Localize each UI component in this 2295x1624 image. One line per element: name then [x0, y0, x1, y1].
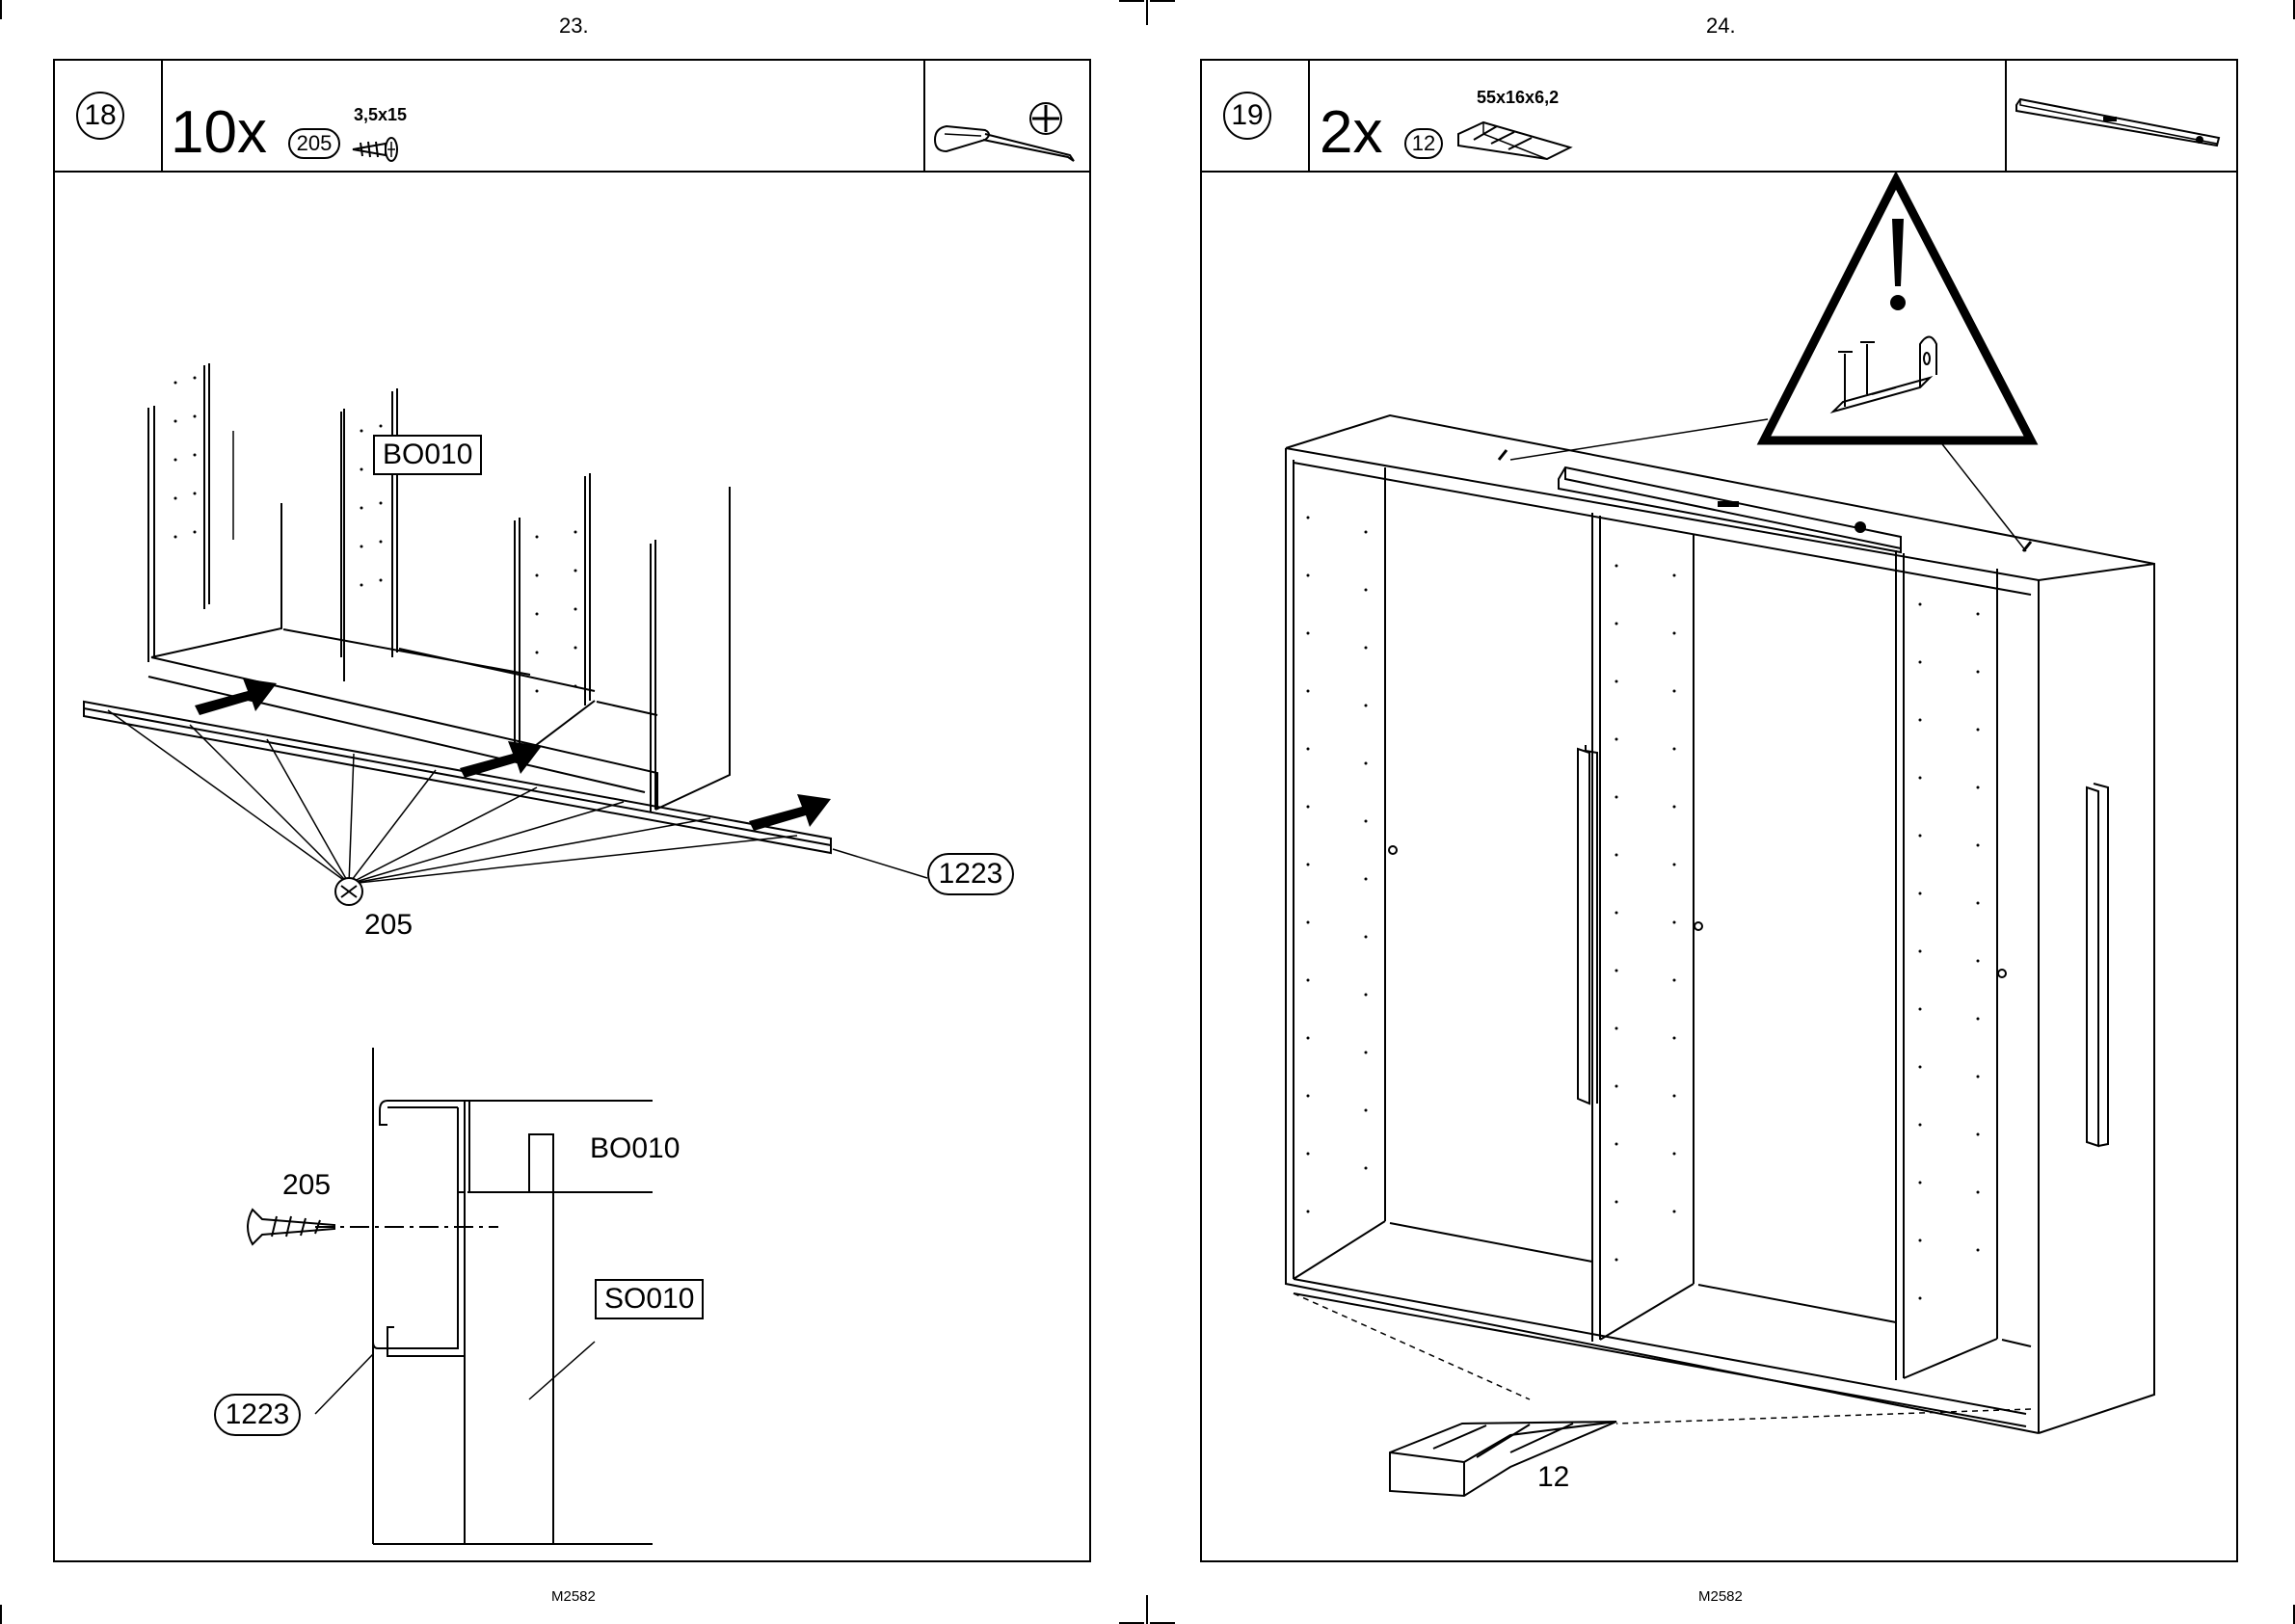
step-19-panel: 19 2x 12 55x16x6,2	[1200, 59, 2238, 1562]
part-number-badge: 12	[1404, 128, 1443, 159]
step-header: 19 2x 12 55x16x6,2	[1202, 61, 2236, 173]
part-label-205: 205	[364, 909, 413, 942]
phillips-head-icon	[1027, 99, 1065, 138]
step-19-illustration	[1202, 171, 2236, 1560]
spirit-level-icon	[2007, 61, 2236, 171]
crop-mark	[1150, 0, 1175, 2]
document-code: M2582	[1698, 1588, 1743, 1605]
step-number-cell: 19	[1202, 61, 1310, 171]
step-18-panel: 18 10x 205 3,5x15	[53, 59, 1091, 1562]
part-number-badge: 205	[288, 128, 340, 159]
step-number-cell: 18	[55, 61, 163, 171]
part-label-bo010: BO010	[373, 435, 482, 475]
step-number: 18	[76, 92, 124, 140]
part-spec: 3,5x15	[354, 105, 407, 125]
document-code: M2582	[551, 1588, 596, 1605]
part-spec: 55x16x6,2	[1477, 88, 1559, 108]
page-number: 24.	[1706, 13, 1736, 39]
step-header: 18 10x 205 3,5x15	[55, 61, 1089, 173]
quantity: 2x	[1320, 103, 1382, 163]
detail-label-bo010: BO010	[590, 1132, 680, 1165]
part-label-12: 12	[1537, 1461, 1569, 1494]
wedge-icon	[1454, 115, 1576, 165]
detail-label-1223: 1223	[214, 1394, 301, 1436]
tool-cell	[2005, 61, 2236, 171]
crop-mark	[0, 0, 2, 19]
page-number: 23.	[559, 13, 589, 39]
part-label-1223: 1223	[927, 853, 1014, 895]
step-number: 19	[1223, 92, 1271, 140]
detail-label-205: 205	[282, 1169, 331, 1202]
quantity: 10x	[171, 103, 267, 163]
crop-mark	[1146, 1595, 1148, 1624]
crop-mark	[1146, 0, 1148, 25]
detail-label-so010: SO010	[595, 1279, 704, 1319]
crop-mark	[1119, 0, 1144, 2]
screw-icon	[349, 130, 407, 169]
tool-cell	[923, 61, 1089, 171]
crop-mark	[0, 1605, 2, 1624]
